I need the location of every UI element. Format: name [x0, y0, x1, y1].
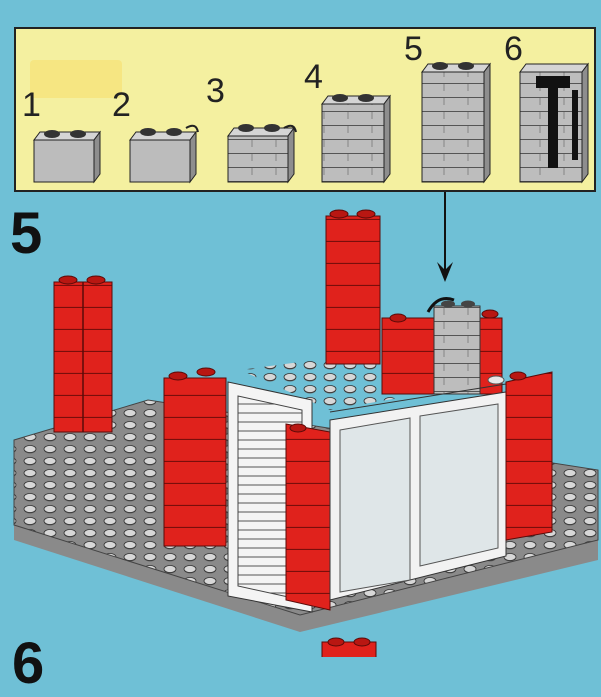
substep-label-6: 6	[504, 30, 523, 68]
lego-logo-watermark	[30, 60, 122, 98]
next-step-brick	[321, 637, 377, 657]
substep-brick-2	[129, 124, 199, 184]
substep-label-4: 4	[304, 58, 323, 96]
left-pillar	[53, 275, 113, 433]
pointer-arrow	[437, 192, 453, 282]
substep-label-2: 2	[112, 86, 131, 124]
front-left-pillar	[163, 367, 227, 547]
substep-label-1: 1	[22, 86, 41, 124]
front-window	[329, 383, 507, 601]
back-pillar	[325, 209, 381, 365]
substep-label-3: 3	[206, 72, 225, 110]
next-step-number: 6	[12, 631, 45, 696]
substep-brick-5	[421, 62, 491, 184]
substep-brick-3	[227, 124, 297, 184]
back-wall	[381, 297, 503, 395]
substep-brick-6	[519, 62, 589, 184]
right-pillar	[487, 371, 553, 541]
substep-brick-1	[33, 130, 101, 184]
subassembly-panel	[14, 27, 596, 192]
substep-label-5: 5	[404, 30, 423, 68]
substep-brick-4	[321, 94, 391, 184]
building-scene	[13, 60, 599, 657]
main-step-number: 5	[10, 201, 43, 266]
middle-pillar	[285, 423, 331, 611]
